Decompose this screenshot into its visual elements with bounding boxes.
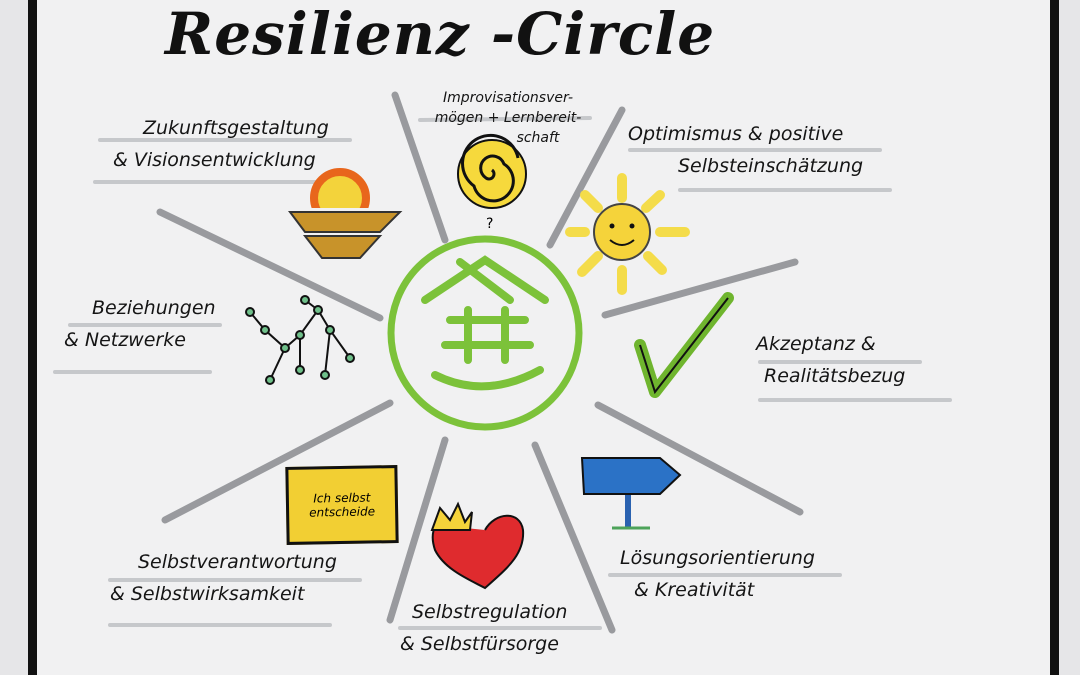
factor-akzeptanz: Akzeptanz & Realitätsbezug	[756, 328, 905, 392]
board-frame-right	[1050, 0, 1059, 675]
label-line: Akzeptanz &	[756, 333, 876, 355]
board-frame-left	[28, 0, 37, 675]
label-line: & Visionsentwicklung	[113, 149, 316, 171]
label-line: schaft	[516, 130, 560, 146]
ray	[161, 399, 394, 524]
sun-icon	[565, 173, 690, 295]
paper	[36, 0, 1050, 675]
factor-improvisation: Improvisationsver- mögen + Lernbereit- s…	[418, 88, 598, 148]
label-line: Selbstregulation	[412, 601, 568, 623]
underlines	[53, 116, 952, 630]
label-line: Improvisationsver-	[442, 90, 574, 106]
label-line: mögen + Lernbereit-	[434, 110, 582, 126]
factor-beziehungen: Beziehungen & Netzwerke	[64, 292, 216, 356]
ray	[594, 401, 804, 516]
question-mark: ?	[486, 216, 493, 232]
label-line: Beziehungen	[92, 297, 216, 319]
factor-selbstregulation: Selbstregulation & Selbstfürsorge	[400, 596, 568, 660]
factor-optimismus: Optimismus & positive Selbsteinschätzung	[628, 118, 863, 182]
ray	[386, 436, 449, 624]
factor-zukunftsgestaltung: Zukunftsgestaltung & Visionsentwicklung	[113, 112, 329, 176]
sign-icon: Ich selbst entscheide	[285, 465, 399, 545]
label-line: Selbstverantwortung	[138, 551, 337, 573]
ray	[546, 106, 626, 249]
ray	[601, 258, 799, 319]
crowned-heart-icon	[430, 501, 525, 590]
ray	[156, 208, 384, 322]
label-line: Optimismus & positive	[628, 123, 844, 145]
ray	[391, 91, 449, 244]
checkmark-icon	[634, 292, 734, 398]
network-icon	[245, 295, 355, 385]
label-line: & Netzwerke	[64, 329, 186, 351]
label-line: Realitätsbezug	[764, 365, 906, 387]
signpost-icon	[580, 457, 682, 530]
label-line: Zukunftsgestaltung	[143, 117, 329, 139]
label-line: Lösungsorientierung	[620, 547, 815, 569]
label-line: & Kreativität	[634, 579, 755, 601]
label-line: & Selbstfürsorge	[400, 633, 559, 655]
label-line: Selbsteinschätzung	[678, 155, 864, 177]
center-symbol-icon	[387, 235, 583, 431]
label-line: & Selbstwirksamkeit	[110, 583, 305, 605]
ray	[531, 441, 616, 634]
rays	[156, 91, 804, 634]
page-title: Resilienz -Circle	[165, 0, 716, 68]
factor-selbstverantwortung: Selbstverantwortung & Selbstwirksamkeit	[110, 546, 337, 610]
spiral-icon	[457, 133, 527, 209]
factor-loesungsorientierung: Lösungsorientierung & Kreativität	[620, 542, 815, 606]
sign-text: entscheide	[309, 504, 376, 520]
sunset-icon	[286, 168, 404, 259]
